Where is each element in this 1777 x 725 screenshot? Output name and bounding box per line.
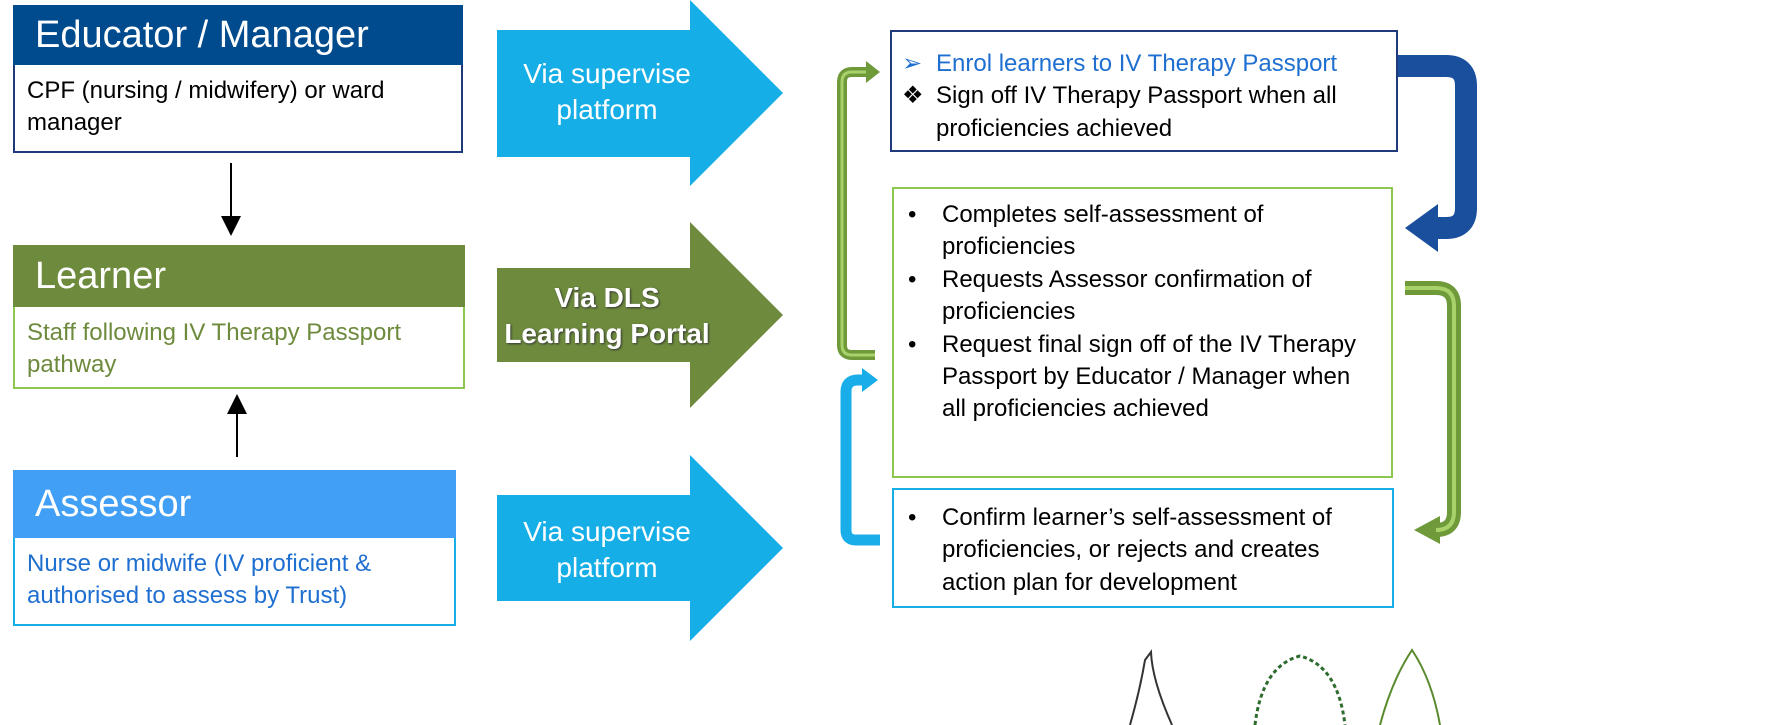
learner-title: Learner	[35, 255, 166, 297]
channel-bottom-line2: platform	[556, 552, 658, 584]
channel-label-middle: Via DLS Learning Portal	[497, 280, 717, 353]
loop-arrow-green-highlight	[1405, 286, 1456, 532]
diamond-bullet-icon: ❖	[902, 82, 924, 110]
educator-description: CPF (nursing / midwifery) or ward manage…	[27, 77, 385, 137]
channel-arrow-bottom	[497, 455, 783, 641]
bullet-icon: •	[908, 330, 917, 358]
learner-task-2: • Requests Assessor confirmation of prof…	[894, 264, 1377, 329]
channel-middle-line1: Via DLS	[554, 282, 660, 313]
bullet-icon: •	[908, 504, 917, 531]
bullet-icon: •	[908, 265, 917, 293]
channel-top-line1: Via supervise	[523, 58, 691, 89]
assessor-task-1: • Confirm learner’s self-assessment of p…	[894, 502, 1382, 599]
channel-bottom-line1: Via supervise	[523, 516, 691, 547]
loop-arrow-green-head	[1414, 516, 1440, 544]
educator-task-box: ➢ Enrol learners to IV Therapy Passport …	[890, 30, 1398, 152]
educator-task-enrol-text: Enrol learners to IV Therapy Passport	[936, 50, 1338, 77]
assessor-task-box: • Confirm learner’s self-assessment of p…	[892, 488, 1394, 608]
educator-title: Educator / Manager	[35, 14, 369, 56]
channel-top-line2: platform	[556, 94, 658, 126]
learner-task-1-text: Completes self-assessment of proficienci…	[942, 201, 1264, 261]
learner-task-box: • Completes self-assessment of proficien…	[892, 187, 1393, 478]
channel-arrow-middle	[497, 222, 783, 408]
educator-description-box: CPF (nursing / midwifery) or ward manage…	[13, 65, 463, 153]
loop-bracket-green-head	[866, 61, 880, 83]
logo-partial-right	[1379, 648, 1441, 725]
learner-description: Staff following IV Therapy Passport path…	[27, 319, 401, 379]
channel-label-bottom: Via supervise platform	[497, 514, 717, 587]
learner-task-2-text: Requests Assessor confirmation of profic…	[942, 265, 1312, 326]
learner-task-3-text: Request final sign off of the IV Therapy…	[942, 330, 1357, 423]
loop-bracket-green-highlight	[840, 70, 875, 357]
educator-task-enrol: ➢ Enrol learners to IV Therapy Passport	[892, 48, 1396, 80]
channel-middle-line2: Learning Portal	[504, 318, 710, 350]
assessor-header: Assessor	[13, 470, 456, 538]
bullet-icon: •	[908, 201, 917, 228]
learner-header: Learner	[13, 245, 465, 307]
assessor-title: Assessor	[35, 483, 192, 525]
logo-partial-left	[1129, 649, 1173, 725]
channel-arrow-top	[497, 0, 783, 186]
channel-label-top: Via supervise platform	[497, 56, 717, 129]
loop-bracket-green	[837, 67, 875, 360]
learner-description-box: Staff following IV Therapy Passport path…	[13, 307, 465, 389]
educator-task-signoff: ❖ Sign off IV Therapy Passport when all …	[892, 80, 1396, 145]
loop-arrow-navy-head	[1405, 204, 1438, 252]
loop-bracket-blue-head	[862, 368, 878, 392]
arrow-bullet-icon: ➢	[902, 50, 923, 77]
learner-task-3: • Request final sign off of the IV Thera…	[894, 329, 1377, 426]
assessor-description: Nurse or midwife (IV proficient & author…	[27, 550, 372, 610]
assessor-description-box: Nurse or midwife (IV proficient & author…	[13, 538, 456, 626]
loop-arrow-green	[1405, 281, 1461, 537]
educator-header: Educator / Manager	[13, 5, 463, 65]
learner-task-1: • Completes self-assessment of proficien…	[894, 199, 1377, 264]
loop-bracket-blue	[840, 374, 880, 546]
assessor-task-1-text: Confirm learner’s self-assessment of pro…	[942, 504, 1332, 596]
educator-task-signoff-text: Sign off IV Therapy Passport when all pr…	[936, 82, 1337, 142]
loop-arrow-navy	[1398, 55, 1477, 239]
logo-partial-middle	[1253, 654, 1347, 725]
